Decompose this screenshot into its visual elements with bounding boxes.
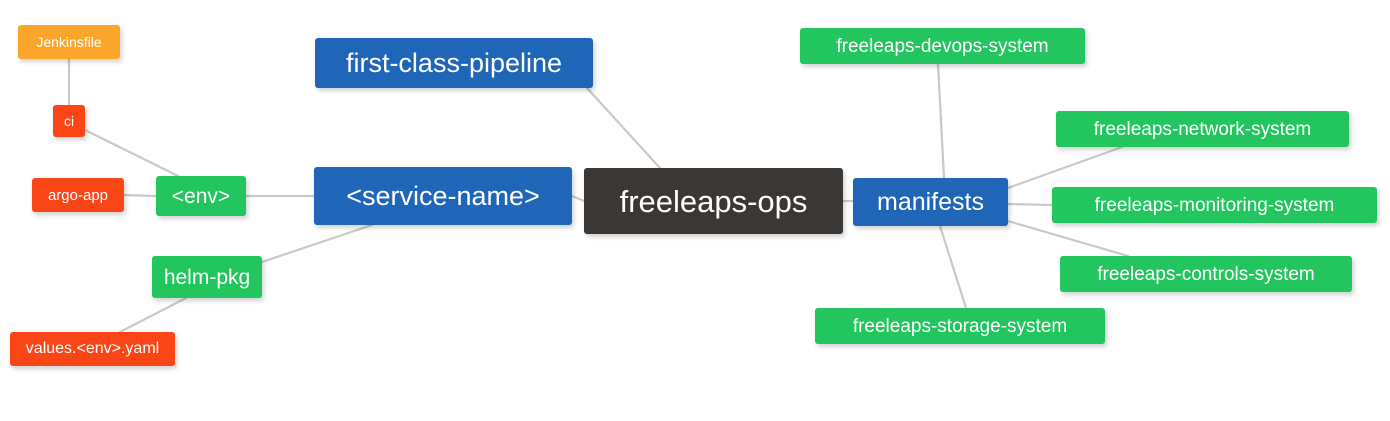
- node-freeleaps-network-system[interactable]: freeleaps-network-system: [1056, 111, 1349, 147]
- node-label-env: <env>: [171, 184, 231, 208]
- node-label-jenkinsfile: Jenkinsfile: [36, 34, 102, 50]
- edge-manifests-to-freeleaps-storage-system: [938, 224, 968, 310]
- node-label-argo-app: argo-app: [47, 186, 109, 204]
- node-label-freeleaps-network-system: freeleaps-network-system: [1093, 118, 1312, 140]
- node-label-helm-pkg: helm-pkg: [163, 265, 251, 289]
- edge-manifests-to-freeleaps-controls-system: [1006, 219, 1130, 258]
- node-label-freeleaps-storage-system: freeleaps-storage-system: [852, 315, 1068, 337]
- edge-helm-pkg-to-values-env-yaml: [118, 296, 188, 334]
- node-freeleaps-monitoring-system[interactable]: freeleaps-monitoring-system: [1052, 187, 1377, 223]
- node-label-freeleaps-devops-system: freeleaps-devops-system: [836, 35, 1049, 57]
- node-helm-pkg[interactable]: helm-pkg: [152, 256, 262, 298]
- node-jenkinsfile[interactable]: Jenkinsfile: [18, 25, 120, 59]
- node-freeleaps-devops-system[interactable]: freeleaps-devops-system: [800, 28, 1085, 64]
- edge-service-name-to-freeleaps-ops: [570, 194, 586, 203]
- node-label-manifests: manifests: [877, 187, 984, 216]
- edge-ci-to-env: [83, 128, 180, 178]
- node-manifests[interactable]: manifests: [853, 178, 1008, 226]
- edge-manifests-to-freeleaps-devops-system: [936, 62, 946, 180]
- node-label-ci: ci: [63, 113, 75, 129]
- node-label-freeleaps-ops: freeleaps-ops: [619, 183, 808, 219]
- node-values-env-yaml[interactable]: values.<env>.yaml: [10, 332, 175, 366]
- node-argo-app[interactable]: argo-app: [32, 178, 124, 212]
- edge-argo-app-to-env: [122, 193, 158, 198]
- node-ci[interactable]: ci: [53, 105, 85, 137]
- edge-manifests-to-freeleaps-network-system: [1006, 145, 1124, 190]
- edge-first-class-pipeline-to-freeleaps-ops: [585, 86, 662, 170]
- node-freeleaps-ops[interactable]: freeleaps-ops: [584, 168, 843, 234]
- node-label-first-class-pipeline: first-class-pipeline: [345, 47, 563, 78]
- node-first-class-pipeline[interactable]: first-class-pipeline: [315, 38, 593, 88]
- edge-service-name-to-helm-pkg: [260, 223, 374, 264]
- node-label-values-env-yaml: values.<env>.yaml: [25, 340, 160, 357]
- node-label-freeleaps-monitoring-system: freeleaps-monitoring-system: [1094, 194, 1335, 216]
- node-freeleaps-storage-system[interactable]: freeleaps-storage-system: [815, 308, 1105, 344]
- node-label-service-name: <service-name>: [346, 180, 540, 211]
- edge-manifests-to-freeleaps-monitoring-system: [1006, 202, 1054, 207]
- node-freeleaps-controls-system[interactable]: freeleaps-controls-system: [1060, 256, 1352, 292]
- node-env[interactable]: <env>: [156, 176, 246, 216]
- node-service-name[interactable]: <service-name>: [314, 167, 572, 225]
- node-label-freeleaps-controls-system: freeleaps-controls-system: [1097, 263, 1315, 285]
